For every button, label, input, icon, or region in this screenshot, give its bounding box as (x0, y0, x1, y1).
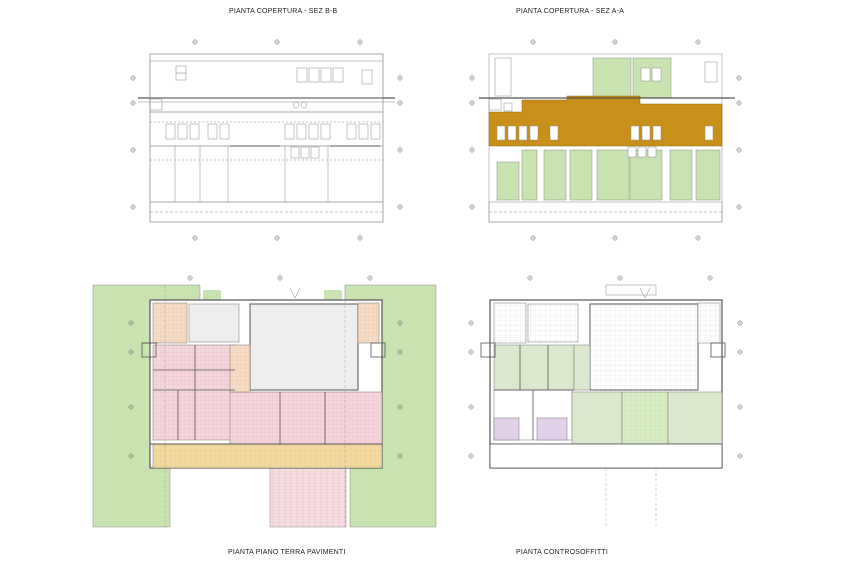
ground-floor-flooring-drawing (92, 284, 437, 528)
title-roof-plan-section-aa: PIANTA COPERTURA - SEZ A-A (516, 8, 625, 15)
roof-section-aa-drawing (479, 53, 735, 223)
title-roof-plan-section-bb: PIANTA COPERTURA - SEZ B-B (229, 8, 338, 15)
title-false-ceiling-plan: PIANTA CONTROSOFFITTI (516, 549, 608, 556)
title-ground-floor-flooring-plan: PIANTA PIANO TERRA PAVIMENTI (228, 549, 346, 556)
false-ceiling-drawing (480, 284, 726, 527)
roof-section-bb-drawing (138, 53, 395, 223)
axis-markers-section-bb (130, 39, 403, 241)
